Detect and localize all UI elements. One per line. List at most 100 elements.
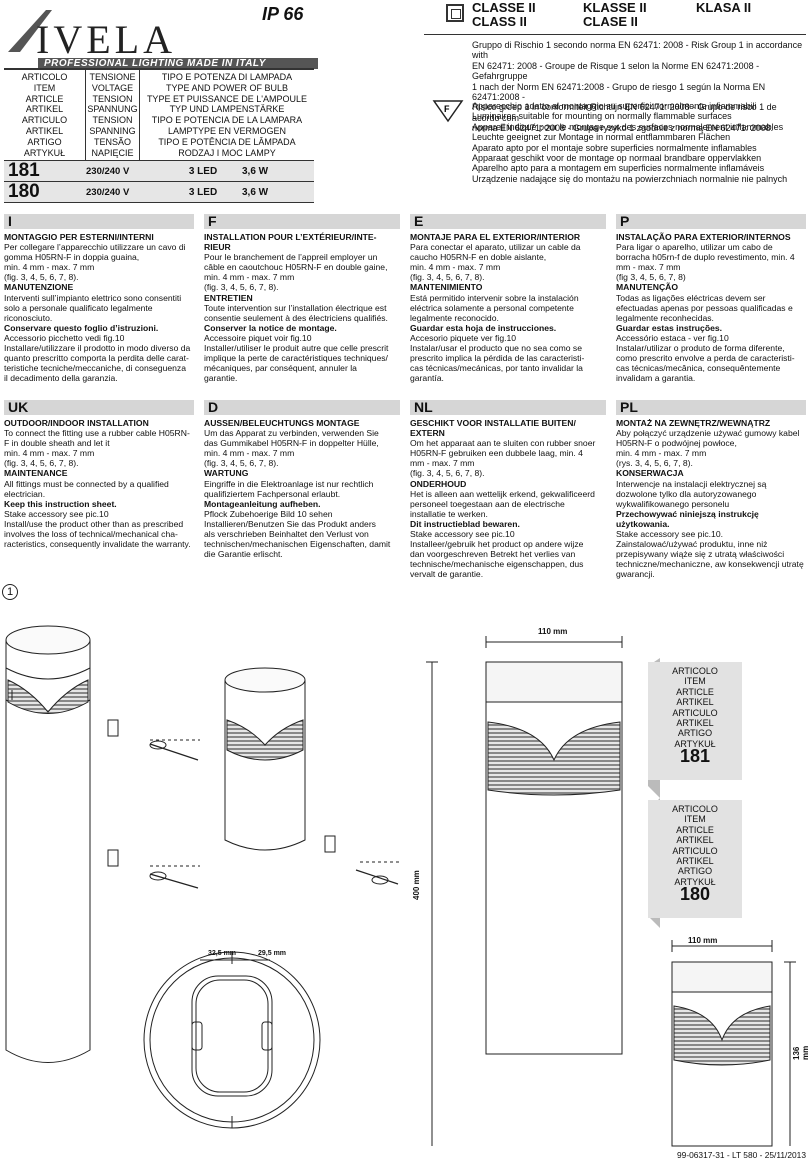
- article-label: ARTIKEL: [676, 835, 714, 846]
- article-label: ARTIGO: [677, 866, 713, 877]
- section-line: mm - max. 7 mm: [410, 458, 475, 469]
- section-line: borracha h05rn-f de duplo revestimento, …: [616, 252, 795, 263]
- section-line: legalmente reconocido.: [410, 312, 499, 323]
- section-line: MANTENIMIENTO: [410, 282, 483, 293]
- row-voltage: 230/240 V: [86, 186, 130, 198]
- section-line: Interventi sull’impianto elettrico sono …: [4, 292, 182, 303]
- section-line: RIEUR: [204, 242, 231, 253]
- section-line: Pour le branchement de l’appreil employe…: [204, 252, 378, 263]
- section-line: (fig. 3, 4, 5, 6, 7, 8).: [410, 468, 485, 479]
- header-line: NAPIĘCIE: [91, 147, 134, 158]
- section-line: Está permitido intervenir sobre la insta…: [410, 292, 579, 303]
- section-line: legalmente reconhecidas.: [616, 312, 714, 323]
- header-line: TENSÃO: [93, 136, 131, 147]
- section-line: Keep this instruction sheet.: [4, 498, 117, 509]
- section-line: AUSSEN/BELEUCHTUNGS MONTAGE: [204, 418, 360, 428]
- section-line: efectuadas apenas por pessoas qualificad…: [616, 302, 793, 313]
- section-line: przepisywany wiąże się z utratą właściwo…: [616, 549, 785, 560]
- mount-line: Leuchte geeignet zur Montage in normal e…: [472, 132, 731, 143]
- section-line: mécaniques, par conséquent, annuler la: [204, 363, 357, 374]
- section-line: min. 4 mm - max. 7 mm: [616, 448, 707, 459]
- f-triangle-icon: F: [432, 100, 464, 123]
- article-label: ARTICOLO: [672, 804, 718, 814]
- header-line: TYPE ET PUISSANCE DE L'AMPOULE: [146, 93, 308, 104]
- section-line: technischen/mechanischen Eigenschaften, …: [204, 539, 391, 550]
- section-line: Instalar/usar el producto que no sea com…: [410, 343, 582, 354]
- section-line: Interwencje na instalacji elektrycznej s…: [616, 478, 767, 489]
- section-line: MANUTENÇÃO: [616, 282, 679, 293]
- section-line: All fittings must be connected by a qual…: [4, 478, 169, 489]
- section-line: das Gummikabel H05RN-F in doppelter Hüll…: [204, 438, 379, 449]
- section-line: To connect the fitting use a rubber cabl…: [4, 428, 190, 439]
- ip-rating: IP 66: [262, 4, 304, 24]
- section-line: (fig. 3, 4, 5, 6, 7, 8).: [204, 282, 279, 293]
- section-line: min. 4 mm - max. 7 mm: [410, 262, 501, 273]
- section-header-p: P: [616, 214, 806, 229]
- section-line: qualifiziertem Fachpersonal erlaubt.: [204, 488, 341, 499]
- section-line: Stake accessory see pic.10: [410, 529, 515, 540]
- section-line: EXTERN: [410, 428, 445, 439]
- article-label: ARTICULO: [672, 707, 718, 718]
- header-line: TENSIONE: [89, 72, 136, 82]
- class-label: KLASA II: [696, 0, 752, 15]
- section-line: cas técnicas/mecânica, consequêntemente: [616, 363, 781, 374]
- article-label: ITEM: [684, 814, 706, 825]
- header-line: SPANNING: [89, 125, 136, 136]
- section-line: Installeer/gebruik het product op andere…: [410, 539, 584, 550]
- risk-line: Risico groep 1 in conformiteit Richtlijn…: [472, 102, 777, 123]
- section-line: Zainstalować/używać produktu, inne niż: [616, 539, 768, 550]
- section-line: Pflock Zubehoerige Bild 10 sehen: [204, 508, 333, 519]
- dim-height-short: 136 mm: [792, 1045, 808, 1060]
- mount-line: Luminaires suitable for mounting on norm…: [472, 111, 732, 122]
- header-line: TENSION: [92, 115, 133, 126]
- elevation-short: [671, 940, 796, 1147]
- article-label: ARTIKEL: [676, 856, 714, 867]
- section-line: cas técnicas/mecánicas, por tanto invali…: [410, 363, 583, 374]
- section-line: Instalar/utilizar o produto de forma dif…: [616, 343, 785, 354]
- header-line: VOLTAGE: [91, 82, 134, 93]
- section-line: H05RN-F o podwójnej powłoce,: [616, 438, 737, 449]
- header-line: LAMPTYPE EN VERMOGEN: [167, 125, 287, 136]
- section-line: Montageanleitung aufheben.: [204, 498, 321, 509]
- section-line: Przechowywać niniejszą instrukcję: [616, 508, 759, 519]
- section-line: Para conectar el aparato, utilizar un ca…: [410, 242, 581, 253]
- section-line: KONSERWACJA: [616, 468, 684, 479]
- section-line: MONTAGGIO PER ESTERNI/INTERNI: [4, 232, 154, 242]
- section-line: racteristics, consequently invalidate th…: [4, 539, 191, 550]
- risk-group-text: Gruppo di Rischio 1 secondo norma EN 624…: [472, 40, 806, 134]
- header-line: SPANNUNG: [87, 104, 138, 115]
- section-line: electrician.: [4, 488, 46, 499]
- section-line: Conserver la notice de montage.: [204, 322, 337, 333]
- row-code: 180: [8, 181, 40, 203]
- section-line: GESCHIKT VOOR INSTALLATIE BUITEN/: [410, 418, 576, 428]
- section-header-f: F: [204, 214, 400, 229]
- brand-name: IVELA: [36, 17, 176, 62]
- section-line: Aby połączyć urządzenie używać gumowy ka…: [616, 428, 800, 439]
- class-ii-symbol-icon: [446, 4, 464, 22]
- section-line: WARTUNG: [204, 468, 249, 479]
- section-line: ONDERHOUD: [410, 478, 467, 489]
- header-line: ITEM: [33, 82, 56, 93]
- section-header-uk: UK: [4, 400, 194, 415]
- article-label: ARTIKEL: [676, 718, 714, 729]
- section-line: implique la perte de caractéristiques te…: [204, 353, 388, 364]
- row-watt: 3,6 W: [242, 186, 269, 198]
- spec-row: 181 230/240 V 3 LED 3,6 W: [4, 160, 314, 183]
- section-line: INSTALAÇÃO PARA EXTERIOR/INTERNOS: [616, 232, 791, 242]
- section-line: (fig 3, 4, 5, 6, 7, 8): [616, 272, 686, 283]
- mount-line: Aparato apto por el montaje sobre superf…: [472, 142, 757, 153]
- section-line: Guardar esta hoja de instrucciones.: [410, 322, 557, 333]
- section-line: (fig. 3, 4, 5, 6, 7, 8).: [4, 272, 79, 283]
- section-line: min. 4 mm - max. 7 mm: [204, 272, 295, 283]
- header-line: TYP UND LAMPENSTÄRKE: [169, 104, 285, 115]
- section-line: als verschrieben Beinhaltet den Verlust …: [204, 529, 369, 540]
- section-line: die Garantie erlischt.: [204, 549, 283, 560]
- section-line: mm - max. 7 mm: [616, 262, 681, 273]
- section-line: Accessório estaca - ver fig.10: [616, 332, 729, 343]
- section-line: garantía.: [410, 373, 444, 384]
